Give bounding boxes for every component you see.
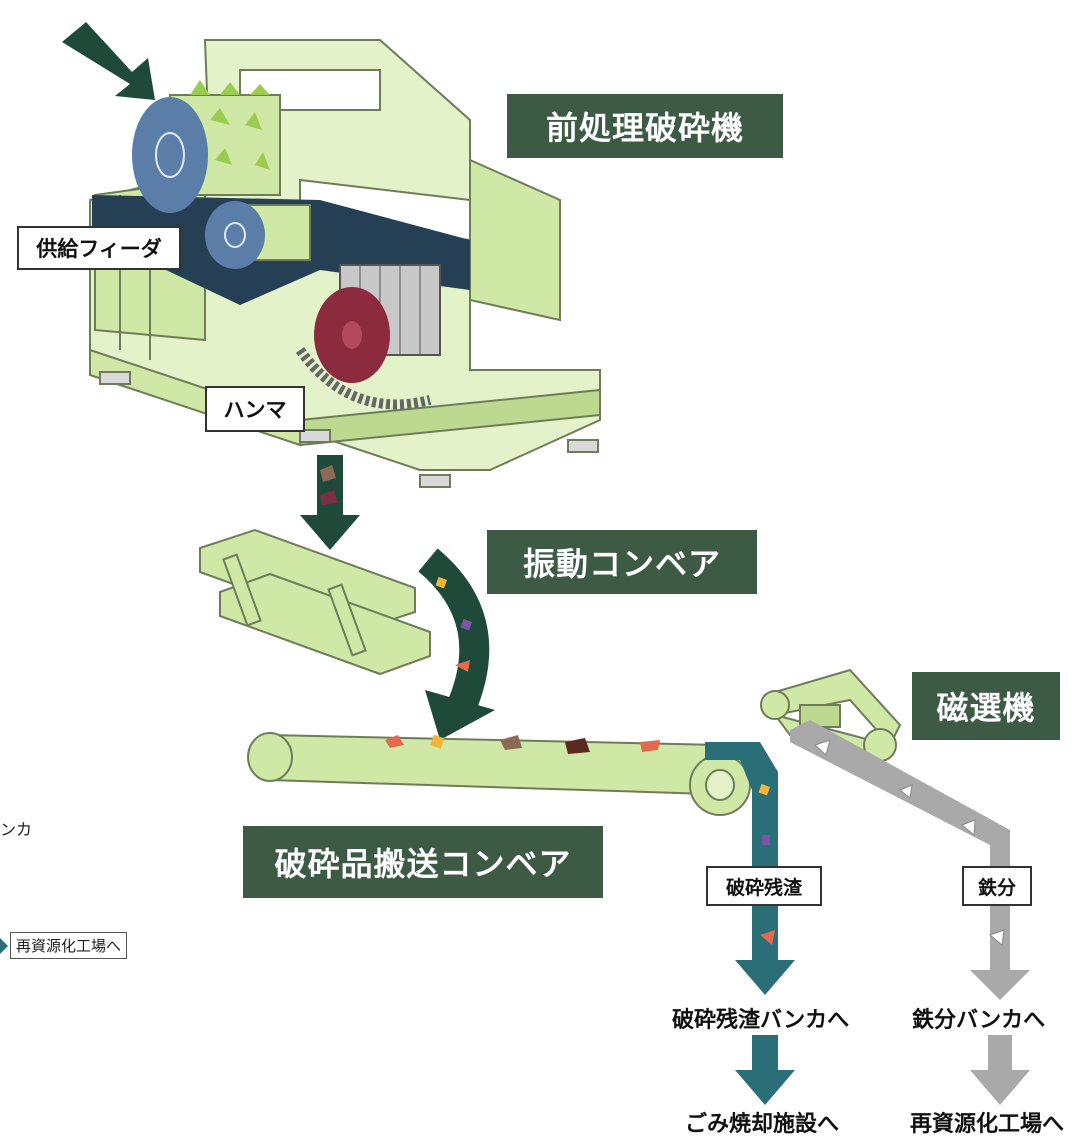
title-crusher: 前処理破砕機 [507, 94, 783, 158]
label-feeder: 供給フィーダ [17, 226, 181, 270]
title-magnetic-separator: 磁選機 [912, 672, 1060, 740]
studded-roller [132, 80, 281, 213]
dest-recycling-plant: 再資源化工場へ [910, 1112, 1065, 1137]
dest-incinerator: ごみ焼却施設へ [685, 1112, 840, 1137]
crusher-output-arrow [300, 455, 360, 550]
vibrating-conveyor [199, 528, 431, 676]
vibrating-output-arrow [418, 548, 495, 740]
dest-residue-bunker: 破砕残渣バンカへ [672, 1008, 850, 1033]
title-transport-conveyor: 破砕品搬送コンベア [243, 826, 603, 898]
dest-iron-bunker: 鉄分バンカへ [912, 1008, 1046, 1033]
label-hammer: ハンマ [205, 386, 305, 432]
residue-flow-arrow [705, 742, 795, 995]
hammer-rotor [295, 264, 441, 410]
cropped-arrow-icon [0, 938, 8, 954]
iron-flow-arrow [790, 720, 1030, 1000]
transport-conveyor [247, 732, 751, 816]
title-vibrating-conveyor: 振動コンベア [487, 530, 757, 594]
incinerator-arrow [735, 1035, 795, 1105]
cropped-bunker-text: ンカ [0, 820, 33, 839]
feeder-roller [205, 201, 311, 269]
label-residue: 破砕残渣 [706, 866, 822, 906]
feed-arrow [62, 22, 155, 100]
label-iron: 鉄分 [962, 866, 1032, 906]
recycling-arrow [970, 1035, 1030, 1105]
cropped-recycling-label: 再資源化工場へ [10, 932, 128, 959]
